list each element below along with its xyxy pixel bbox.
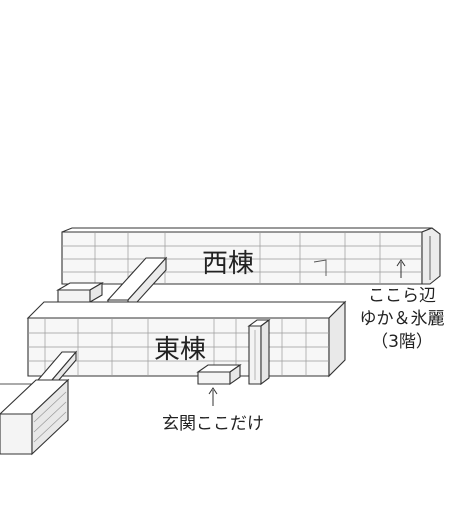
west-wing-top-face bbox=[61, 227, 433, 233]
entrance-arrow-head bbox=[208, 387, 218, 395]
upper-annotation-line1: ここら辺 bbox=[368, 286, 436, 306]
entrance-annotation-text: 玄関ここだけ bbox=[162, 414, 264, 434]
lower-left-building bbox=[0, 378, 70, 456]
entrance-porch bbox=[196, 363, 242, 386]
entrance-porch-front bbox=[197, 371, 231, 385]
upper-annotation-line3: （3階） bbox=[371, 332, 433, 352]
west-annex-block bbox=[55, 282, 105, 303]
entrance-annotation: 玄関ここだけ bbox=[162, 387, 264, 434]
lower-left-line bbox=[33, 411, 67, 443]
west-wing-door-mark bbox=[313, 259, 327, 276]
lower-left-front bbox=[0, 413, 33, 455]
east-stair-tower bbox=[247, 318, 271, 386]
east-wing-end-face bbox=[328, 300, 346, 378]
west-wing-label: 西棟 bbox=[202, 249, 254, 279]
lower-left-line bbox=[33, 401, 67, 433]
upper-annotation: ここら辺 ゆか＆氷麗 （3階） bbox=[360, 259, 445, 352]
stair-tower-side bbox=[260, 318, 270, 386]
west-annex-side bbox=[89, 282, 103, 303]
entrance-porch-side bbox=[229, 363, 241, 386]
east-wing-top-face bbox=[26, 301, 347, 319]
left-walkway bbox=[0, 350, 78, 390]
east-wing-label: 東棟 bbox=[154, 335, 206, 365]
lower-left-line bbox=[33, 391, 67, 423]
west-annex-front bbox=[57, 289, 91, 303]
upper-annotation-line2: ゆか＆氷麗 bbox=[360, 309, 445, 329]
upper-arrow-head bbox=[396, 259, 406, 267]
west-wing-end-face bbox=[421, 227, 441, 285]
